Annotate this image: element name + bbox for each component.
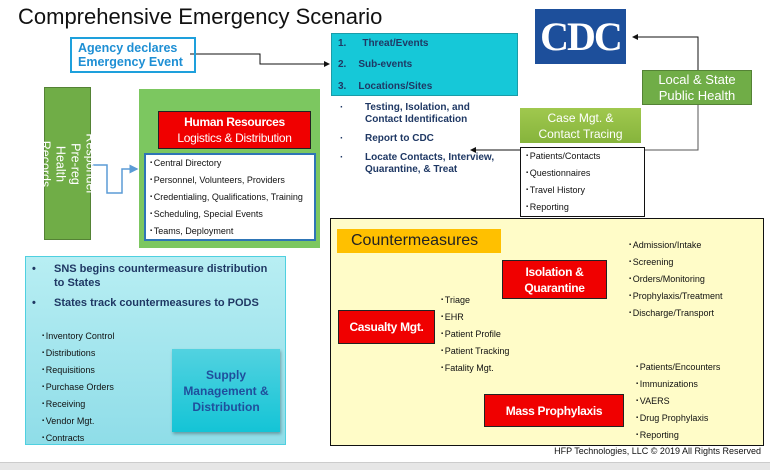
supply-management-box: Supply Management & Distribution xyxy=(172,349,280,432)
list-item: Distributions xyxy=(42,345,114,362)
list-item: Screening xyxy=(629,254,723,271)
events-box: 1. Threat/Events 2. Sub-events 3. Locations… xyxy=(331,33,518,96)
event-label: Locations/Sites xyxy=(358,81,433,92)
list-item: Admission/Intake xyxy=(629,237,723,254)
list-item: Credentialing, Qualifications, Training xyxy=(150,189,314,206)
event-bullet: ·Locate Contacts, Interview, Quarantine,… xyxy=(340,152,495,175)
list-item: Purchase Orders xyxy=(42,379,114,396)
list-item: EHR xyxy=(441,309,509,326)
list-item: Prophylaxis/Treatment xyxy=(629,288,723,305)
event-label: Sub-events xyxy=(358,59,413,70)
case-mgt-title: Case Mgt. & Contact Tracing xyxy=(520,108,641,143)
list-item: VAERS xyxy=(636,393,720,410)
list-item: Vendor Mgt. xyxy=(42,413,114,430)
event-bullet: ·Testing, Isolation, and Contact Identif… xyxy=(340,102,470,125)
casualty-mgt-box: Casualty Mgt. xyxy=(338,310,435,344)
event-item: 1. Threat/Events xyxy=(338,38,428,49)
local-state-public-health: Local & State Public Health xyxy=(642,70,752,105)
list-item: Contracts xyxy=(42,430,114,447)
event-label: Threat/Events xyxy=(362,38,429,49)
agency-declares-box: Agency declares Emergency Event xyxy=(70,37,196,73)
list-item: Patients/Encounters xyxy=(636,359,721,376)
event-number: 2. xyxy=(338,59,347,70)
list-item: Patient Tracking xyxy=(441,343,510,360)
list-item: Receiving xyxy=(42,396,114,413)
page-title: Comprehensive Emergency Scenario xyxy=(18,4,383,29)
agency-line1: Agency declares xyxy=(78,41,178,55)
list-item: Questionnaires xyxy=(526,165,644,182)
list-item: Orders/Monitoring xyxy=(629,271,723,288)
list-item: Reporting xyxy=(526,199,644,216)
event-number: 3. xyxy=(338,81,347,92)
list-item: Patients/Contacts xyxy=(526,148,644,165)
list-item: Inventory Control xyxy=(42,328,115,345)
responder-label: Responder Pre-reg Health Records xyxy=(38,132,98,195)
list-item: Travel History xyxy=(526,182,644,199)
sns-bullet: •States track countermeasures to PODS xyxy=(32,297,259,309)
bottom-bar xyxy=(0,462,770,470)
event-bullet: ·Report to CDC xyxy=(340,133,434,144)
list-item: Scheduling, Special Events xyxy=(150,206,314,223)
list-item: Patient Profile xyxy=(441,326,509,343)
list-item: Reporting xyxy=(636,427,720,444)
list-item: Immunizations xyxy=(636,376,720,393)
footer-copyright: HFP Technologies, LLC © 2019 All Rights … xyxy=(554,446,761,456)
human-resources-title: Human Resources Logistics & Distribution xyxy=(158,111,311,149)
event-number: 1. xyxy=(338,38,347,49)
list-item: Discharge/Transport xyxy=(629,305,723,322)
case-mgt-list: Patients/ContactsQuestionnairesTravel Hi… xyxy=(520,147,645,217)
human-resources-list: Central DirectoryPersonnel, Volunteers, … xyxy=(144,153,316,241)
event-item: 3. Locations/Sites xyxy=(338,81,432,92)
list-item: Central Directory xyxy=(150,155,314,172)
sns-bullet: •SNS begins countermeasure distribution … xyxy=(32,263,268,289)
mass-prophylaxis-box: Mass Prophylaxis xyxy=(484,394,624,427)
event-item: 2. Sub-events xyxy=(338,59,412,70)
list-item: Drug Prophylaxis xyxy=(636,410,720,427)
list-item: Triage xyxy=(441,292,509,309)
isolation-quarantine-box: Isolation & Quarantine xyxy=(502,260,607,299)
list-item: Teams, Deployment xyxy=(150,223,314,240)
countermeasures-label: Countermeasures xyxy=(337,229,501,253)
cdc-logo: CDC xyxy=(535,9,626,64)
list-item: Personnel, Volunteers, Providers xyxy=(150,172,314,189)
list-item: Requisitions xyxy=(42,362,114,379)
hr-title1: Human Resources xyxy=(184,115,285,129)
agency-line2: Emergency Event xyxy=(78,55,183,69)
hr-title2: Logistics & Distribution xyxy=(177,131,292,145)
list-item: Fatality Mgt. xyxy=(441,360,509,377)
responder-health-records: Responder Pre-reg Health Records xyxy=(39,87,98,240)
